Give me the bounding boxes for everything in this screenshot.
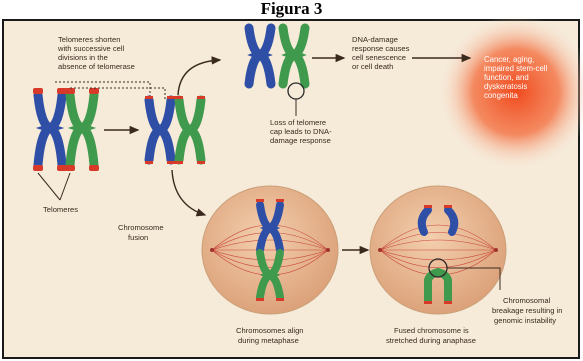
svg-text:with successive cell: with successive cell	[57, 44, 125, 53]
svg-text:Telomeres shorten: Telomeres shorten	[58, 35, 120, 44]
svg-text:dyskeratosis: dyskeratosis	[484, 82, 527, 91]
svg-text:breakage resulting in: breakage resulting in	[492, 306, 563, 315]
svg-text:Chromosome: Chromosome	[118, 223, 164, 232]
centrosome	[210, 248, 214, 252]
telomeres-label: Telomeres	[43, 205, 78, 214]
svg-text:absence of telomerase: absence of telomerase	[58, 62, 135, 71]
telomere-cap	[424, 205, 432, 208]
svg-text:congenita: congenita	[484, 91, 518, 100]
telomere-cap	[175, 96, 183, 99]
telomere-cap	[145, 96, 153, 99]
svg-text:or cell death: or cell death	[352, 62, 393, 71]
svg-text:Chromosomes align: Chromosomes align	[236, 326, 304, 335]
telomere-cap	[145, 161, 153, 164]
centrosome	[378, 248, 382, 252]
centrosome	[494, 248, 498, 252]
svg-text:stretched during anaphase: stretched during anaphase	[386, 336, 476, 345]
svg-text:Chromosomal: Chromosomal	[503, 296, 551, 305]
svg-text:divisions in the: divisions in the	[58, 53, 108, 62]
svg-text:cell senescence: cell senescence	[352, 53, 406, 62]
svg-text:function, and: function, and	[484, 73, 529, 82]
telomere-cap	[256, 298, 264, 301]
svg-text:response causes: response causes	[352, 44, 410, 53]
telomere-cap	[256, 199, 264, 202]
telomere-cap	[89, 165, 99, 171]
telomere-cap	[89, 88, 99, 94]
telomere-cap	[65, 88, 75, 94]
svg-text:DNA-damage: DNA-damage	[352, 35, 398, 44]
svg-text:damage response: damage response	[270, 136, 331, 145]
centrosome	[326, 248, 330, 252]
telomere-cap	[33, 165, 43, 171]
anaphase-label: Fused chromosome is stretched during ana…	[386, 326, 476, 345]
svg-text:genomic instability: genomic instability	[494, 316, 556, 325]
telomere-cap	[197, 96, 205, 99]
telomere-cap	[65, 165, 75, 171]
telomere-cap	[33, 88, 43, 94]
telomere-cap	[197, 161, 205, 164]
telomere-cap	[424, 301, 432, 304]
telomere-cap	[167, 161, 175, 164]
telomere-cap	[444, 205, 452, 208]
telomere-cap	[276, 298, 284, 301]
telomere-cap	[167, 96, 175, 99]
svg-text:during metaphase: during metaphase	[238, 336, 299, 345]
telomere-cap	[175, 161, 183, 164]
svg-text:Cancer, aging,: Cancer, aging,	[484, 55, 534, 64]
metaphase-cell	[202, 186, 338, 314]
telomere-cap	[276, 199, 284, 202]
svg-text:cap leads to DNA-: cap leads to DNA-	[270, 127, 332, 136]
svg-text:fusion: fusion	[128, 233, 148, 242]
svg-text:Loss of telomere: Loss of telomere	[270, 118, 326, 127]
loss-of-cap-label: Loss of telomere cap leads to DNA- damag…	[270, 118, 332, 145]
svg-text:impaired stem-cell: impaired stem-cell	[484, 64, 548, 73]
metaphase-label: Chromosomes align during metaphase	[236, 326, 304, 345]
svg-text:Fused chromosome is: Fused chromosome is	[394, 326, 469, 335]
telomere-cap	[444, 301, 452, 304]
anaphase-cell	[370, 186, 506, 314]
